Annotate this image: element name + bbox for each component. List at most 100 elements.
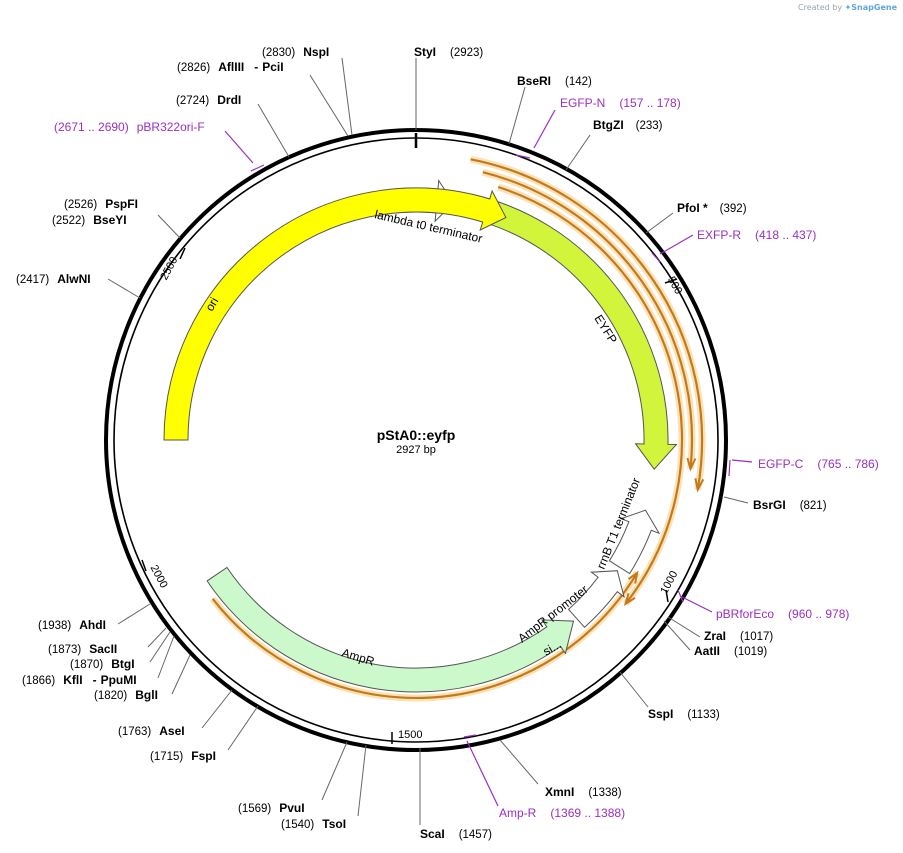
site-zrai-name: ZraI	[704, 629, 726, 643]
thin-feature-bottom	[209, 570, 641, 702]
site-pspfi-pos: (2526)	[64, 199, 97, 211]
connector-pspfi-bseyi	[157, 214, 181, 239]
primer-egfp-c: EGFP-C (765 .. 786)	[758, 457, 879, 471]
connector-nspi	[341, 57, 353, 136]
site-pvui-pos: (1569)	[238, 803, 271, 815]
tick-label-2500: 2500	[158, 255, 180, 282]
connector-zrai-aatii	[667, 616, 701, 638]
connector-bgli	[171, 654, 191, 695]
site-afliii-sep: -	[254, 60, 258, 74]
site-nspi-pos: (2830)	[262, 47, 295, 59]
site-bseri-name: BseRI	[517, 74, 551, 88]
site-alwni: (2417)AlwNI	[16, 272, 91, 286]
site-scai-pos: (1457)	[459, 829, 492, 841]
connector-tsoi	[357, 744, 367, 817]
site-ppumi-name: PpuMI	[101, 673, 137, 687]
site-btgzi-pos: (233)	[636, 120, 663, 132]
site-sacii-pos: (1873)	[48, 644, 81, 656]
primer-exfp-r: EXFP-R(418 .. 437)	[697, 228, 816, 242]
connector-pfoi	[645, 212, 674, 234]
connector-sacii	[147, 627, 167, 648]
site-tsoi-name: TsoI	[322, 817, 346, 831]
site-afliii-pcii: (2826)AflIII-PciI	[177, 60, 284, 74]
primer-egfp-n-name: EGFP-N	[560, 96, 605, 110]
watermark-prefix: Created by	[798, 3, 843, 12]
connector-kfli	[157, 635, 175, 679]
site-nspi: (2830)NspI	[262, 45, 329, 59]
site-bgli: (1820)BglI	[94, 688, 158, 702]
feature-arrow-eyfp	[466, 193, 678, 470]
site-afliii-pos: (2826)	[177, 62, 210, 74]
feature-label-ori: ori	[202, 295, 221, 314]
thin-feature-outer-line	[470, 158, 704, 490]
site-bseri-pos: (142)	[565, 76, 592, 88]
tick-mark-2500	[179, 247, 186, 260]
snapgene-watermark: Created by ✦SnapGene	[798, 3, 897, 12]
site-aatii: AatII(1019)	[694, 644, 767, 658]
thin-feature-inner-line	[497, 185, 684, 605]
primer-egfp-c-name: EGFP-C	[758, 457, 804, 471]
connector-drdi	[257, 103, 290, 158]
connector-btgzi	[565, 134, 591, 171]
site-scai-name: ScaI	[420, 827, 445, 841]
site-sacii-name: SacII	[89, 642, 117, 656]
site-kfli-ppumi: (1866)KflI-PpuMI	[22, 673, 137, 687]
thin-feature-middle	[481, 168, 697, 472]
primer-pbr322ori-f-range: (2671 .. 2690)	[54, 120, 129, 134]
thin-feature-middle-line	[482, 171, 694, 469]
site-asei-pos: (1763)	[118, 726, 151, 738]
primer-pbr322ori-f-name: pBR322ori-F	[137, 120, 205, 134]
site-labels: (2830)NspI StyI(2923) (2826)AflIII-PciI …	[16, 45, 827, 841]
site-pvui-name: PvuI	[279, 801, 304, 815]
thin-feature-middle-arrowhead	[686, 457, 697, 472]
site-btgi-name: BtgI	[111, 657, 134, 671]
site-bseyi: (2522)BseYI	[52, 213, 127, 227]
site-xmni-pos: (1338)	[588, 787, 621, 799]
primer-pbrforeco-range: (960 .. 978)	[788, 607, 849, 621]
site-connectors	[107, 57, 749, 825]
site-fspi: (1715)FspI	[150, 749, 216, 763]
site-asei: (1763)AseI	[118, 724, 185, 738]
site-xmni: XmnI (1338)	[545, 785, 622, 799]
feature-arrow-ampr-promoter	[567, 570, 625, 629]
connector-pvui	[321, 741, 348, 801]
connector-ahdi	[117, 603, 151, 625]
site-drdi-pos: (2724)	[176, 95, 209, 107]
thin-feature-bottom-line	[211, 572, 639, 700]
primer-egfp-c-range: (765 .. 786)	[817, 457, 878, 471]
site-drdi: (2724)DrdI	[176, 93, 241, 107]
plasmid-name: pStA0::eyfp	[377, 427, 456, 443]
site-xmni-name: XmnI	[545, 785, 574, 799]
primer-amp-r-name: Amp-R	[499, 806, 537, 820]
site-pcii-name: PciI	[262, 60, 283, 74]
thin-feature-inner-arrowhead	[623, 593, 636, 607]
tick-mark-2000	[141, 559, 147, 572]
plasmid-length: 2927 bp	[396, 444, 436, 456]
site-ahdi-name: AhdI	[79, 618, 106, 632]
site-bgli-pos: (1820)	[94, 690, 127, 702]
site-bseyi-pos: (2522)	[52, 215, 85, 227]
site-fspi-pos: (1715)	[150, 751, 183, 763]
thin-feature-outer-arrowhead	[694, 478, 705, 493]
site-pspfi-name: PspFI	[105, 197, 138, 211]
site-styi-pos: (2923)	[450, 47, 483, 59]
primer-pbrforeco: pBRforEco(960 .. 978)	[716, 607, 849, 621]
primer-arrow-egfp-c	[728, 459, 753, 477]
primer-egfp-n: EGFP-N(157 .. 178)	[560, 96, 681, 110]
connector-sspi	[619, 671, 649, 708]
primer-exfp-r-range: (418 .. 437)	[755, 228, 816, 242]
tick-label-1500: 1500	[398, 729, 422, 741]
site-zrai: ZraI(1017)	[704, 629, 773, 643]
thin-feature-inner	[497, 183, 686, 607]
site-bsrgi: BsrGI(821)	[753, 498, 827, 512]
site-kfli-sep: -	[93, 673, 97, 687]
site-bsrgi-name: BsrGI	[753, 498, 786, 512]
site-tsoi-pos: (1540)	[281, 819, 314, 831]
primer-pbr322ori-f: (2671 .. 2690) pBR322ori-F	[54, 120, 205, 134]
site-pvui: (1569) PvuI	[238, 801, 305, 815]
site-bseri: BseRI (142)	[517, 74, 592, 88]
feature-arrow-ori	[163, 187, 507, 441]
connector-alwnI	[107, 278, 141, 299]
site-tsoi: (1540) TsoI	[281, 817, 346, 831]
